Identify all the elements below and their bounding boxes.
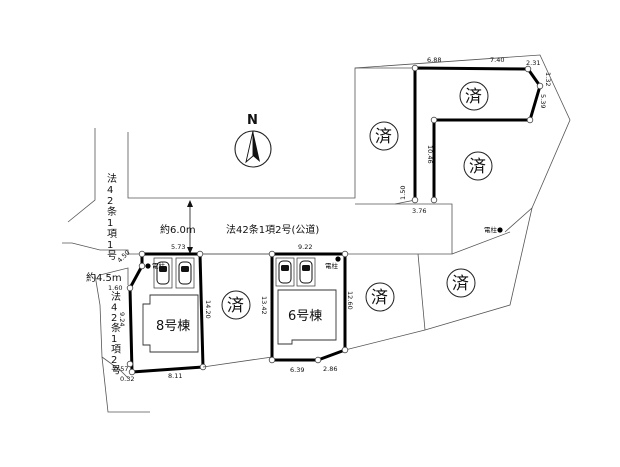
dim-label: 0.32 <box>120 375 134 383</box>
dim-label: 0.57 <box>114 365 128 373</box>
lot-6 <box>268 250 349 364</box>
sold-marker: 済 <box>459 81 489 111</box>
main-road-name: 法42条1項2号(公道) <box>226 223 319 236</box>
svg-text:済: 済 <box>452 274 469 294</box>
dim-label: 2.31 <box>526 59 540 67</box>
svg-text:電柱: 電柱 <box>152 261 166 270</box>
sold-marker: 済 <box>446 268 476 298</box>
car-icon <box>278 260 292 284</box>
car-icon <box>178 261 192 285</box>
dim-label: 5.73 <box>171 243 185 251</box>
car-icon <box>299 260 313 284</box>
dim-label: 1.50 <box>399 186 407 200</box>
building-6-label: 6号棟 <box>288 309 322 324</box>
svg-text:済: 済 <box>465 87 482 107</box>
lot-8 <box>126 250 207 376</box>
road-width-arrow <box>187 200 193 254</box>
north-label: N <box>247 113 258 128</box>
dim-label: 3.76 <box>412 207 426 215</box>
dim-label: 7.40 <box>490 56 504 64</box>
sold-marker: 済 <box>365 282 395 312</box>
dim-label: 1.60 <box>108 284 122 292</box>
dim-label: 13.42 <box>260 296 268 315</box>
building-8-label: 8号棟 <box>156 319 190 334</box>
dim-label: 8.11 <box>168 372 182 380</box>
top-parcels <box>355 64 544 205</box>
svg-text:電柱: 電柱 <box>325 261 339 270</box>
dim-label: 9.22 <box>298 243 312 251</box>
dim-label: 6.88 <box>427 56 441 64</box>
svg-text:済: 済 <box>469 157 486 177</box>
building-6-footprint <box>277 289 337 345</box>
utility-pole: 電柱 <box>325 256 341 270</box>
north-compass: N <box>234 113 272 168</box>
dim-label: 10.46 <box>426 145 434 164</box>
dim-label: 12.60 <box>346 291 354 310</box>
svg-text:電柱: 電柱 <box>484 225 498 234</box>
building-8-footprint <box>142 294 199 353</box>
dimension-labels: 6.88 7.40 2.31 1.32 5.39 10.46 1.50 3.76… <box>108 56 552 383</box>
dim-label: 6.39 <box>290 366 304 374</box>
svg-text:済: 済 <box>375 127 392 147</box>
sold-marker: 済 <box>369 121 399 151</box>
sold-marker: 済 <box>463 151 493 181</box>
utility-pole: 電柱 <box>145 261 166 270</box>
sold-marker: 済 <box>221 290 251 320</box>
dim-label: 2.86 <box>323 365 337 373</box>
main-road-width: 約6.0m <box>160 223 196 236</box>
dim-label: 1.32 <box>544 72 552 86</box>
dim-label: 4.50 <box>116 249 132 265</box>
dim-label: 14.20 <box>204 300 212 319</box>
utility-pole: 電柱 <box>484 225 503 234</box>
dim-label: 5.39 <box>539 94 547 108</box>
left-road-width: 約4.5m <box>86 271 122 284</box>
svg-text:済: 済 <box>371 288 388 308</box>
dim-label: 9.24 <box>118 312 126 326</box>
svg-text:済: 済 <box>227 296 244 316</box>
car-icon <box>156 261 170 285</box>
